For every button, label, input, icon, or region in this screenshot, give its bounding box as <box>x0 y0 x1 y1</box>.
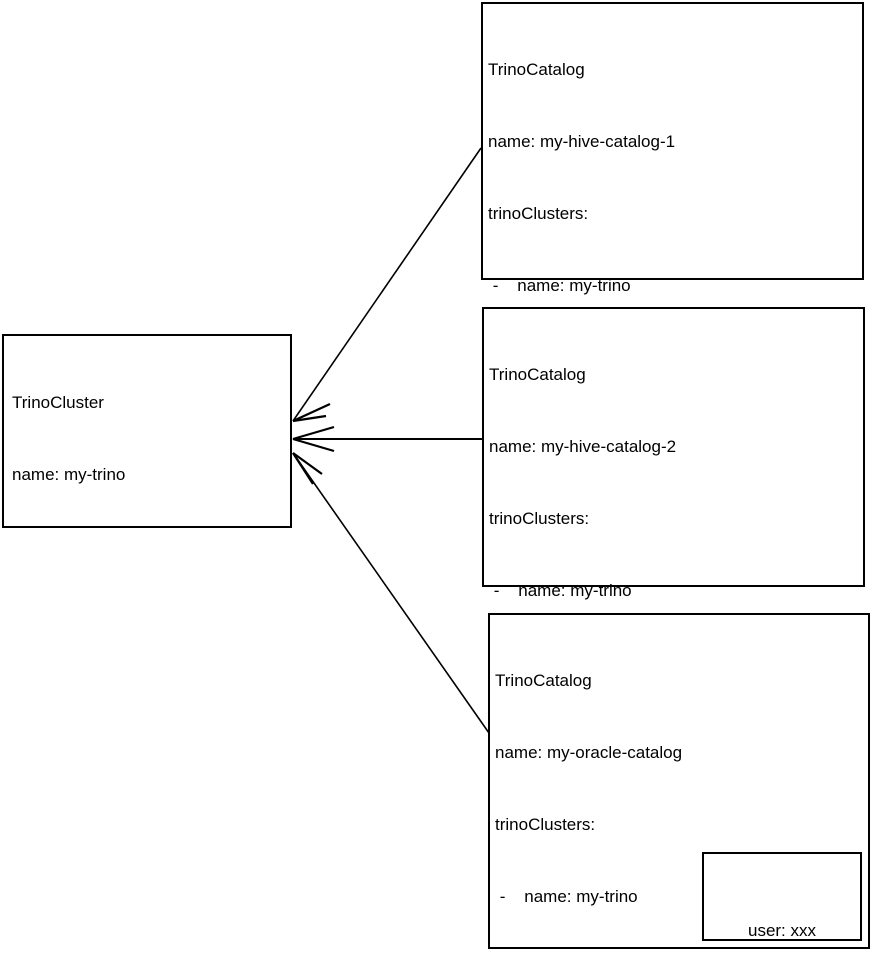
cluster-line-name: name: my-trino <box>12 465 126 484</box>
trino-catalog-node-my-oracle-catalog[interactable]: TrinoCatalog name: my-oracle-catalog tri… <box>488 613 870 949</box>
catalog-1-line-1: name: my-hive-catalog-1 <box>488 132 676 151</box>
edge-catalog-2-to-cluster <box>292 425 482 453</box>
trino-cluster-node[interactable]: TrinoCluster name: my-trino <box>2 334 292 528</box>
trino-cluster-text: TrinoCluster name: my-trino <box>12 343 125 535</box>
edge-catalog-3-to-cluster <box>292 452 490 734</box>
trino-catalog-node-my-hive-catalog-2[interactable]: TrinoCatalog name: my-hive-catalog-2 tri… <box>482 307 865 888</box>
catalog-3-text: TrinoCatalog name: my-oracle-catalog tri… <box>495 621 787 954</box>
catalog-1-line-0: TrinoCatalog <box>488 60 585 79</box>
edge-catalog-1-to-cluster <box>292 147 482 423</box>
cluster-line-kind: TrinoCluster <box>12 393 104 412</box>
secret-user-line: user: xxx <box>747 921 817 940</box>
catalog-2-line-3: - name: my-trino <box>489 581 632 600</box>
catalog-1-line-2: trinoClusters: <box>488 204 589 223</box>
catalog-3-line-0: TrinoCatalog <box>495 671 592 690</box>
catalog-3-line-2: trinoClusters: <box>495 815 596 834</box>
catalog-2-line-2: trinoClusters: <box>489 509 590 528</box>
catalog-2-line-1: name: my-hive-catalog-2 <box>489 437 677 456</box>
catalog-3-line-3: - name: my-trino <box>495 887 638 906</box>
catalog-2-line-0: TrinoCatalog <box>489 365 586 384</box>
secret-box-text: user: xxx password: xxx <box>704 866 860 954</box>
catalog-3-line-1: name: my-oracle-catalog <box>495 743 683 762</box>
catalog-1-line-3: - name: my-trino <box>488 276 631 295</box>
trino-catalog-node-my-hive-catalog-1[interactable]: TrinoCatalog name: my-hive-catalog-1 tri… <box>481 2 864 655</box>
oracle-credentials-secret-box[interactable]: user: xxx password: xxx <box>702 852 862 941</box>
